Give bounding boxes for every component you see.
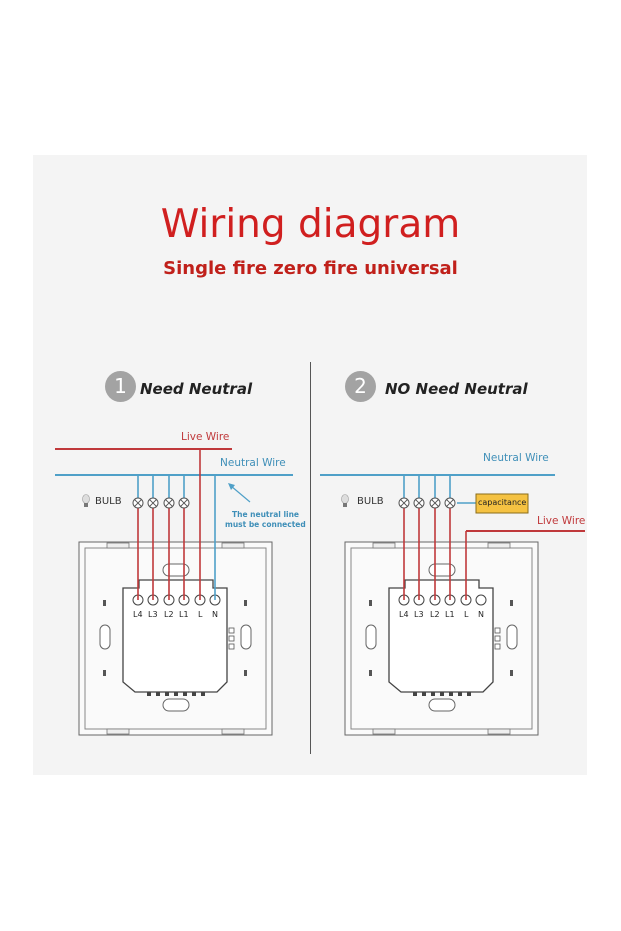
terminal-label: N bbox=[212, 610, 218, 619]
section-2-number: 2 bbox=[345, 371, 376, 402]
section-1-note-line2: must be connected bbox=[225, 520, 306, 529]
bulb-icon bbox=[82, 494, 90, 507]
section-divider bbox=[310, 362, 311, 754]
diagram-title: Wiring diagram bbox=[160, 202, 461, 247]
section-1-bulbs bbox=[132, 497, 190, 509]
section-2-bulbs bbox=[398, 497, 456, 509]
bulb-icon bbox=[341, 494, 349, 507]
terminal-label: L1 bbox=[179, 610, 189, 619]
section-1-note-arrow bbox=[228, 483, 251, 503]
section-2-live-wire-label: Live Wire bbox=[537, 515, 586, 527]
section-1-bulb-label: BULB bbox=[95, 496, 122, 507]
section-1-note-line1: The neutral line bbox=[232, 510, 300, 519]
terminal-label: L bbox=[464, 610, 469, 619]
section-1-live-wire-label: Live Wire bbox=[181, 431, 230, 443]
terminal-label: L4 bbox=[399, 610, 409, 619]
section-2-label: NO Need Neutral bbox=[385, 380, 528, 398]
terminal-label: N bbox=[478, 610, 484, 619]
section-2-bulb-label: BULB bbox=[357, 496, 384, 507]
section-1-terminals bbox=[132, 594, 221, 606]
terminal-label: L2 bbox=[430, 610, 440, 619]
diagram-subtitle: Single fire zero fire universal bbox=[163, 258, 458, 279]
terminal-label: L2 bbox=[164, 610, 174, 619]
capacitance-box bbox=[475, 493, 529, 514]
terminal-label: L3 bbox=[414, 610, 424, 619]
section-2-switch-box bbox=[344, 541, 539, 736]
terminal-label: L bbox=[198, 610, 203, 619]
terminal-label: L1 bbox=[445, 610, 455, 619]
section-1-number: 1 bbox=[105, 371, 136, 402]
terminal-label: L3 bbox=[148, 610, 158, 619]
section-1-label: Need Neutral bbox=[140, 380, 253, 398]
section-1-neutral-wire-label: Neutral Wire bbox=[220, 457, 286, 469]
section-1-switch-box bbox=[78, 541, 273, 736]
terminal-label: L4 bbox=[133, 610, 143, 619]
section-2-neutral-wire-label: Neutral Wire bbox=[483, 452, 549, 464]
capacitance-label: capacitance bbox=[478, 498, 527, 507]
